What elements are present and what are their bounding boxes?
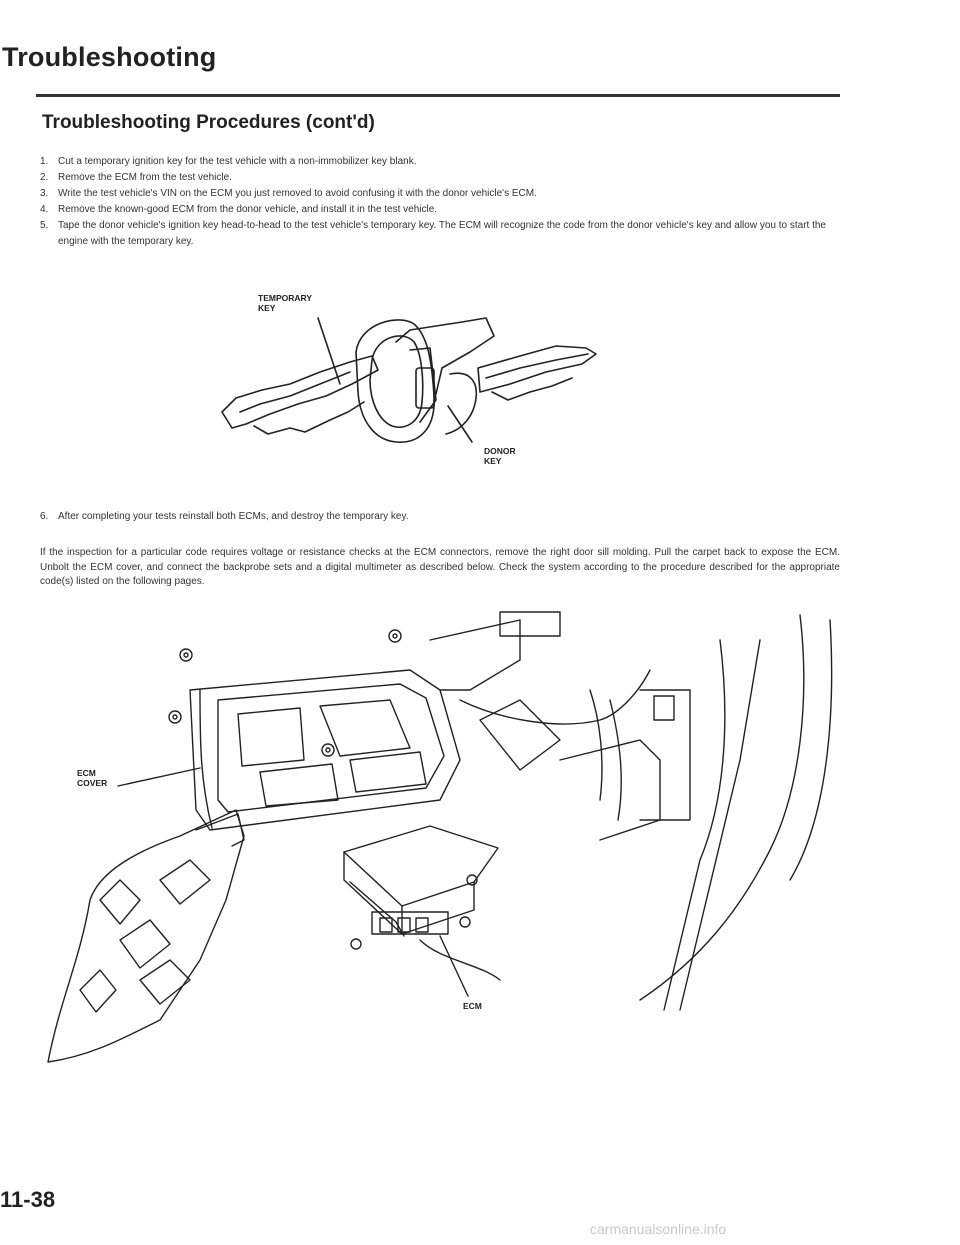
- donor-key-label-line2: KEY: [484, 456, 502, 466]
- donor-key-label: DONOR KEY: [484, 446, 516, 466]
- page-header-title: Troubleshooting: [2, 42, 217, 72]
- step-text: Remove the ECM from the test vehicle.: [58, 172, 232, 183]
- step-text: Cut a temporary ignition key for the tes…: [58, 156, 417, 167]
- step-item: 2. Remove the ECM from the test vehicle.: [40, 170, 840, 186]
- key-head: [355, 319, 435, 443]
- ecm-cover-label-line2: COVER: [77, 778, 108, 788]
- temporary-key-label-line2: KEY: [258, 303, 276, 313]
- step-item: 3. Write the test vehicle's VIN on the EC…: [40, 186, 840, 202]
- temporary-key-blade: [221, 355, 379, 429]
- procedure-steps: 1. Cut a temporary ignition key for the t…: [40, 154, 840, 250]
- temporary-key-label-line1: TEMPORARY: [258, 293, 312, 303]
- step-number: 5.: [40, 220, 49, 231]
- step-text: Write the test vehicle's VIN on the ECM …: [58, 188, 537, 199]
- step-text: Tape the donor vehicle's ignition key he…: [58, 220, 826, 247]
- section-title: Troubleshooting Procedures (cont'd): [42, 112, 375, 133]
- step-text: After completing your tests reinstall bo…: [58, 511, 409, 522]
- step-number: 4.: [40, 204, 49, 215]
- watermark: carmanualsonline.info: [590, 1221, 727, 1237]
- ecm-box-top: [343, 825, 499, 907]
- step-item: 4. Remove the known-good ECM from the don…: [40, 202, 840, 218]
- ecm-cover-loose: [47, 809, 245, 1063]
- step-number: 3.: [40, 188, 49, 199]
- step-number: 1.: [40, 156, 49, 167]
- step-item: 5. Tape the donor vehicle's ignition key …: [40, 218, 840, 250]
- header-divider: [36, 94, 840, 97]
- step-item: 1. Cut a temporary ignition key for the t…: [40, 154, 840, 170]
- page-number: 11-38: [0, 1187, 56, 1212]
- ecm-label: ECM: [463, 1001, 482, 1011]
- temporary-key-label: TEMPORARY KEY: [258, 293, 312, 313]
- ecm-cover-label: ECM COVER: [77, 768, 107, 788]
- donor-key-blade: [477, 345, 597, 393]
- donor-key-label-line1: DONOR: [484, 446, 516, 456]
- step-item-6: 6. After completing your tests reinstall…: [40, 510, 840, 524]
- instruction-paragraph: If the inspection for a particular code …: [40, 547, 840, 587]
- step-text: Remove the known-good ECM from the donor…: [58, 204, 438, 215]
- step-number: 6.: [40, 511, 49, 522]
- step-number: 2.: [40, 172, 49, 183]
- ecm-cover-label-line1: ECM: [77, 768, 96, 778]
- ecm-cover-plate: [189, 669, 461, 831]
